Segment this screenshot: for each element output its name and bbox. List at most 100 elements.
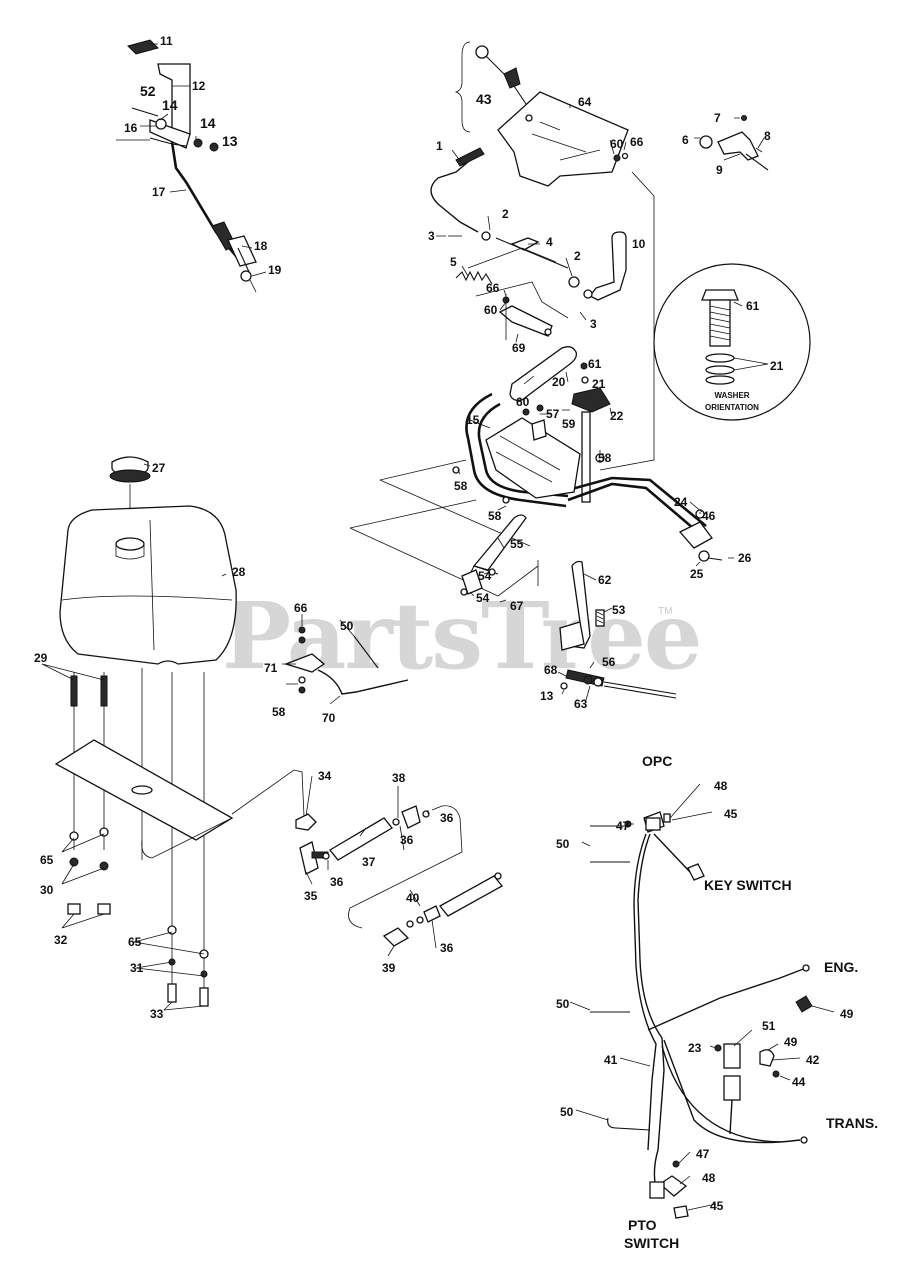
- callout-28: 28: [232, 565, 246, 579]
- callout-13a: 13: [222, 133, 238, 149]
- callout-51: 51: [762, 1019, 776, 1033]
- callout-27: 27: [152, 461, 166, 475]
- callout-7: 7: [714, 111, 721, 125]
- key-switch-label: KEY SWITCH: [704, 877, 792, 893]
- callout-60b: 60: [610, 137, 624, 151]
- callout-33: 33: [150, 1007, 164, 1021]
- callout-23: 23: [688, 1041, 702, 1055]
- trans-label: TRANS.: [826, 1115, 878, 1131]
- leader-lines: [41, 43, 835, 1211]
- throttle-lever-assembly: [127, 39, 257, 293]
- callout-58a: 58: [598, 451, 612, 465]
- callout-36d: 36: [440, 941, 454, 955]
- opc-label: OPC: [642, 753, 672, 769]
- callout-66b: 66: [630, 135, 644, 149]
- callout-38: 38: [392, 771, 406, 785]
- pto-switch-label-line1: PTO: [628, 1217, 657, 1233]
- callout-20: 20: [552, 375, 566, 389]
- callout-39: 39: [382, 961, 396, 975]
- callout-3b: 3: [590, 317, 597, 331]
- callout-48a: 48: [714, 779, 728, 793]
- callout-45b: 45: [710, 1199, 724, 1213]
- callout-36c: 36: [400, 833, 414, 847]
- callout-21b: 21: [592, 377, 606, 391]
- callout-numbers: 11 12 52 14 14 13 16 17 18 19 1 2 3 4 2 …: [34, 34, 878, 1251]
- callout-17: 17: [152, 185, 166, 199]
- callout-40: 40: [406, 891, 420, 905]
- callout-36b: 36: [440, 811, 454, 825]
- control-panel-assembly: [430, 41, 655, 471]
- callout-64: 64: [578, 95, 592, 109]
- washer-orientation-detail: WASHER ORIENTATION: [653, 263, 811, 421]
- callout-55: 55: [510, 537, 524, 551]
- callout-49a: 49: [840, 1007, 854, 1021]
- callout-43: 43: [476, 91, 492, 107]
- callout-45a: 45: [724, 807, 738, 821]
- callout-61b: 61: [588, 357, 602, 371]
- callout-14a: 14: [162, 97, 178, 113]
- callout-69: 69: [512, 341, 526, 355]
- callout-56: 56: [602, 655, 616, 669]
- eng-label: ENG.: [824, 959, 858, 975]
- callout-41: 41: [604, 1053, 618, 1067]
- callout-13b: 13: [540, 689, 554, 703]
- callout-70: 70: [322, 711, 336, 725]
- callout-54b: 54: [476, 591, 490, 605]
- callout-35: 35: [304, 889, 318, 903]
- callout-12: 12: [192, 79, 206, 93]
- callout-29: 29: [34, 651, 48, 665]
- callout-58b: 58: [454, 479, 468, 493]
- pto-clip-assembly: [284, 626, 409, 695]
- callout-14b: 14: [200, 115, 216, 131]
- callout-34: 34: [318, 769, 332, 783]
- callout-50b: 50: [556, 837, 570, 851]
- linkage-part-69: [498, 305, 553, 337]
- callout-31: 31: [130, 961, 144, 975]
- callout-58c: 58: [488, 509, 502, 523]
- callout-4: 4: [546, 235, 553, 249]
- callout-26: 26: [738, 551, 752, 565]
- callout-6: 6: [682, 133, 689, 147]
- callout-59: 59: [562, 417, 576, 431]
- callout-25: 25: [690, 567, 704, 581]
- choke-linkage-assembly: [699, 115, 769, 171]
- callout-21a: 21: [770, 359, 784, 373]
- watermark: PartsTree: [222, 582, 700, 690]
- callout-46: 46: [702, 509, 716, 523]
- pto-switch-label-line2: SWITCH: [624, 1235, 679, 1251]
- callout-57: 57: [546, 407, 560, 421]
- callout-50c: 50: [556, 997, 570, 1011]
- callout-62: 62: [598, 573, 612, 587]
- callout-11: 11: [160, 34, 173, 48]
- inset-caption-line2: ORIENTATION: [705, 403, 759, 412]
- fuel-line-assembly: [231, 769, 503, 947]
- callout-18: 18: [254, 239, 268, 253]
- callout-30: 30: [40, 883, 54, 897]
- callout-8: 8: [764, 129, 771, 143]
- callout-61a: 61: [746, 299, 760, 313]
- callout-44: 44: [792, 1075, 806, 1089]
- callout-42: 42: [806, 1053, 820, 1067]
- rod-end-part-18: [227, 235, 257, 267]
- callout-50d: 50: [560, 1105, 574, 1119]
- callout-67: 67: [510, 599, 524, 613]
- callout-48b: 48: [702, 1171, 716, 1185]
- callout-66c: 66: [294, 601, 308, 615]
- callout-65a: 65: [40, 853, 54, 867]
- callout-60c: 60: [516, 395, 530, 409]
- knob-part-11: [127, 39, 159, 55]
- callout-32: 32: [54, 933, 68, 947]
- callout-22: 22: [610, 409, 624, 423]
- callout-2a: 2: [502, 207, 509, 221]
- fuel-hose-part-37: [329, 817, 393, 861]
- callout-68: 68: [544, 663, 558, 677]
- callout-37: 37: [362, 855, 376, 869]
- callout-1: 1: [436, 139, 443, 153]
- callout-54a: 54: [478, 569, 492, 583]
- callout-3a: 3: [428, 229, 435, 243]
- callout-52: 52: [140, 83, 156, 99]
- callout-60a: 60: [484, 303, 498, 317]
- callout-47b: 47: [696, 1147, 710, 1161]
- callout-2b: 2: [574, 249, 581, 263]
